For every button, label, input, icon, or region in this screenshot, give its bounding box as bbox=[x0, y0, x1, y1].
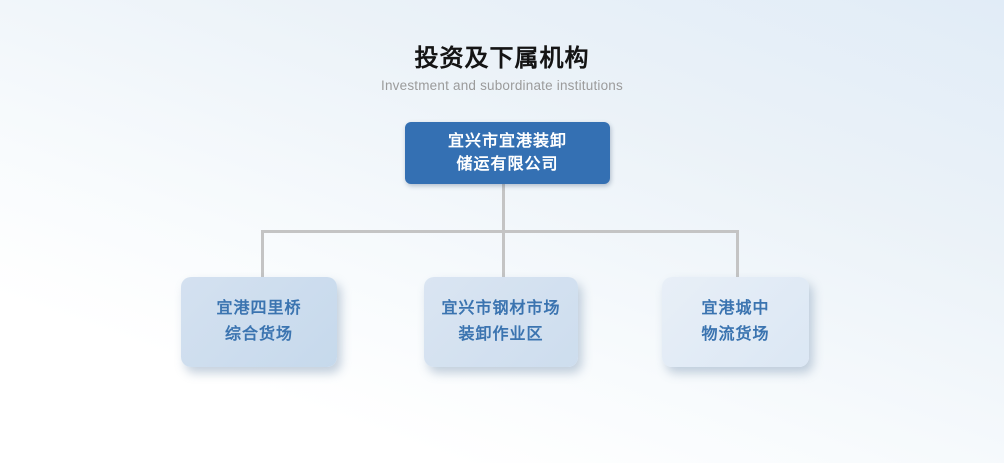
org-node-child-3-line2: 物流货场 bbox=[701, 326, 770, 343]
page-subtitle: Investment and subordinate institutions bbox=[381, 78, 623, 93]
section-header: 投资及下属机构 Investment and subordinate insti… bbox=[0, 44, 1004, 94]
org-node-child-1-line2: 综合货场 bbox=[224, 326, 293, 343]
connector-horizontal-bar bbox=[261, 230, 739, 233]
org-node-child-1: 宜港四里桥 综合货场 bbox=[181, 277, 337, 367]
org-node-root: 宜兴市宜港装卸 储运有限公司 bbox=[405, 122, 610, 184]
org-node-child-2-line2: 装卸作业区 bbox=[458, 326, 544, 343]
org-node-child-3-line1: 宜港城中 bbox=[701, 300, 770, 317]
page-title: 投资及下属机构 bbox=[414, 45, 590, 72]
org-node-root-line1: 宜兴市宜港装卸 bbox=[447, 133, 567, 150]
org-node-child-3: 宜港城中 物流货场 bbox=[662, 277, 809, 367]
connector-right-vertical bbox=[736, 230, 739, 277]
org-node-child-2-line1: 宜兴市钢材市场 bbox=[441, 300, 561, 317]
org-node-root-line2: 储运有限公司 bbox=[456, 156, 559, 173]
org-node-child-1-line1: 宜港四里桥 bbox=[216, 300, 302, 317]
connector-left-vertical bbox=[261, 230, 264, 277]
org-node-child-2: 宜兴市钢材市场 装卸作业区 bbox=[424, 277, 578, 367]
